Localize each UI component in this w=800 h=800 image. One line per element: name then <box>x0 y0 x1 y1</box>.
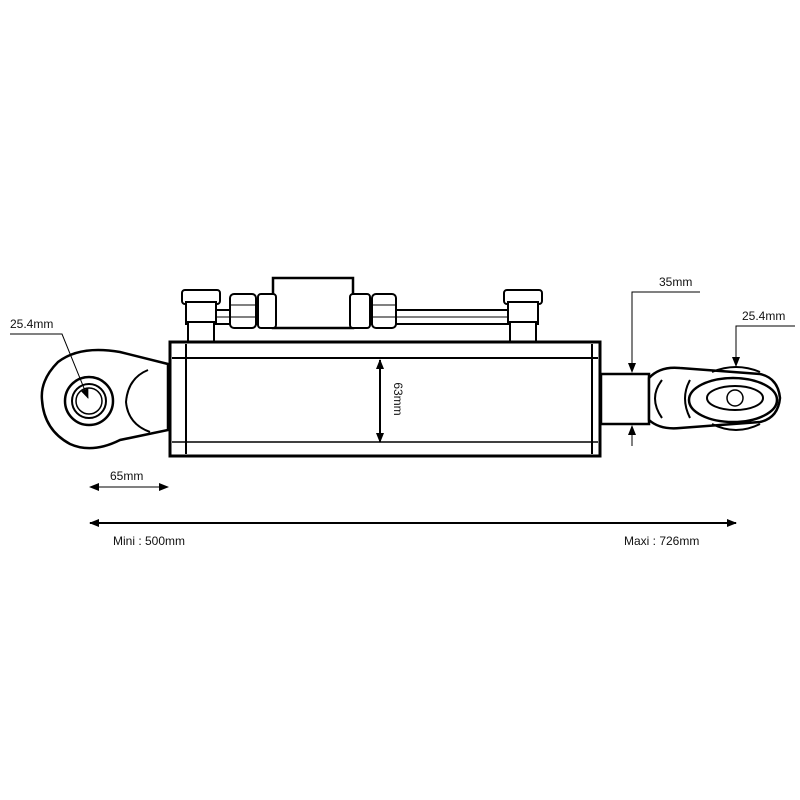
left-eye-end <box>40 348 170 450</box>
min-length-label: Mini : 500mm <box>113 534 185 548</box>
piston-rod-and-right-eye <box>599 366 782 431</box>
cylinder-body <box>168 340 602 458</box>
dimension-cylinder-bore: 63mm <box>376 359 405 443</box>
dimension-overall-length: Mini : 500mm Maxi : 726mm <box>89 519 737 548</box>
dimension-eye-length: 65mm <box>89 469 169 491</box>
dimension-right-eye-bore: 25.4mm <box>732 309 795 367</box>
max-length-label: Maxi : 726mm <box>624 534 699 548</box>
rod-diameter-label: 35mm <box>659 275 692 289</box>
cylinder-bore-label: 63mm <box>391 382 405 415</box>
right-eye-bore-label: 25.4mm <box>742 309 785 323</box>
hydraulic-pipe-assembly <box>181 276 543 345</box>
dimension-left-eye-bore: 25.4mm <box>10 317 89 399</box>
left-eye-bore-label: 25.4mm <box>10 317 53 331</box>
eye-length-label: 65mm <box>110 469 143 483</box>
dimension-rod-diameter: 35mm <box>628 275 700 446</box>
